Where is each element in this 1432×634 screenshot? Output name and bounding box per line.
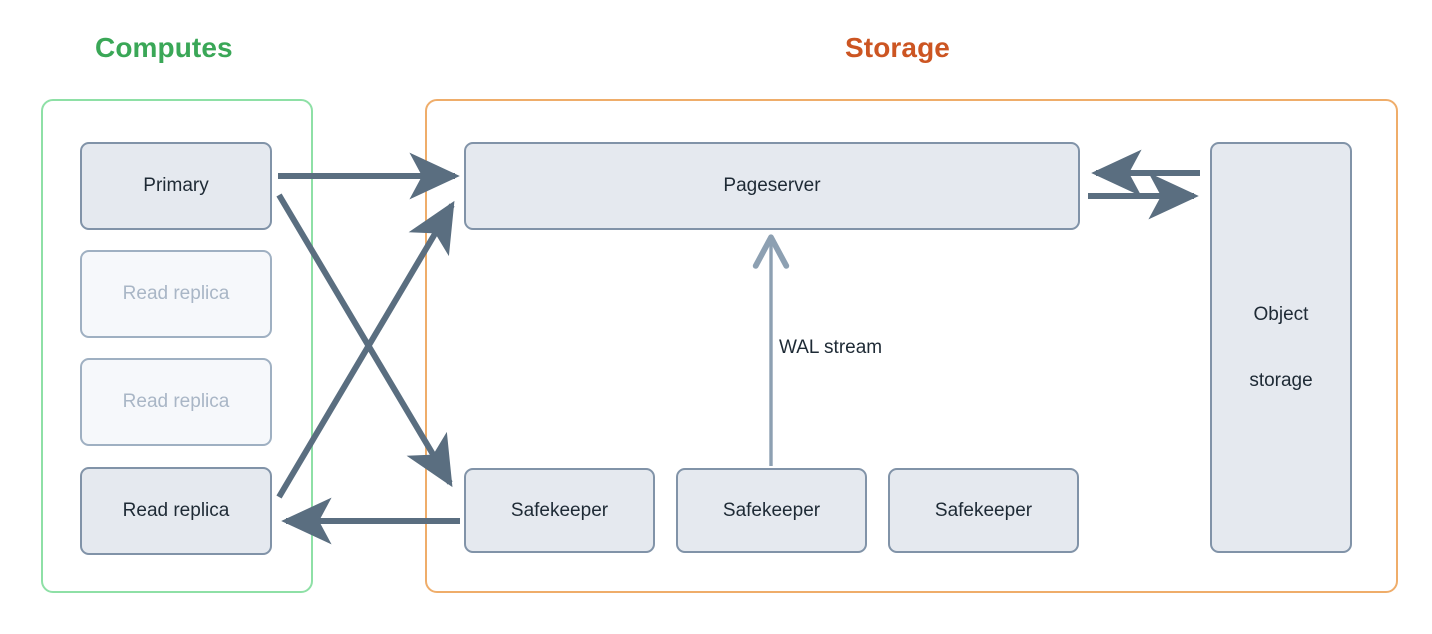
node-safekeeper-3[interactable]: Safekeeper bbox=[888, 468, 1079, 553]
node-primary[interactable]: Primary bbox=[80, 142, 272, 230]
object-storage-label-line-2: storage bbox=[1249, 369, 1313, 391]
node-object-storage[interactable]: Object storage bbox=[1210, 142, 1352, 553]
node-read-replica-1[interactable]: Read replica bbox=[80, 250, 272, 338]
object-storage-label-line-1: Object bbox=[1253, 303, 1309, 325]
storage-group-title: Storage bbox=[845, 32, 950, 63]
computes-group-title: Computes bbox=[95, 32, 233, 63]
edge-label-wal-stream: WAL stream bbox=[779, 337, 883, 358]
node-safekeeper-2[interactable]: Safekeeper bbox=[676, 468, 867, 553]
node-pageserver[interactable]: Pageserver bbox=[464, 142, 1080, 230]
node-read-replica-3[interactable]: Read replica bbox=[80, 467, 272, 555]
node-read-replica-2[interactable]: Read replica bbox=[80, 358, 272, 446]
node-safekeeper-1[interactable]: Safekeeper bbox=[464, 468, 655, 553]
